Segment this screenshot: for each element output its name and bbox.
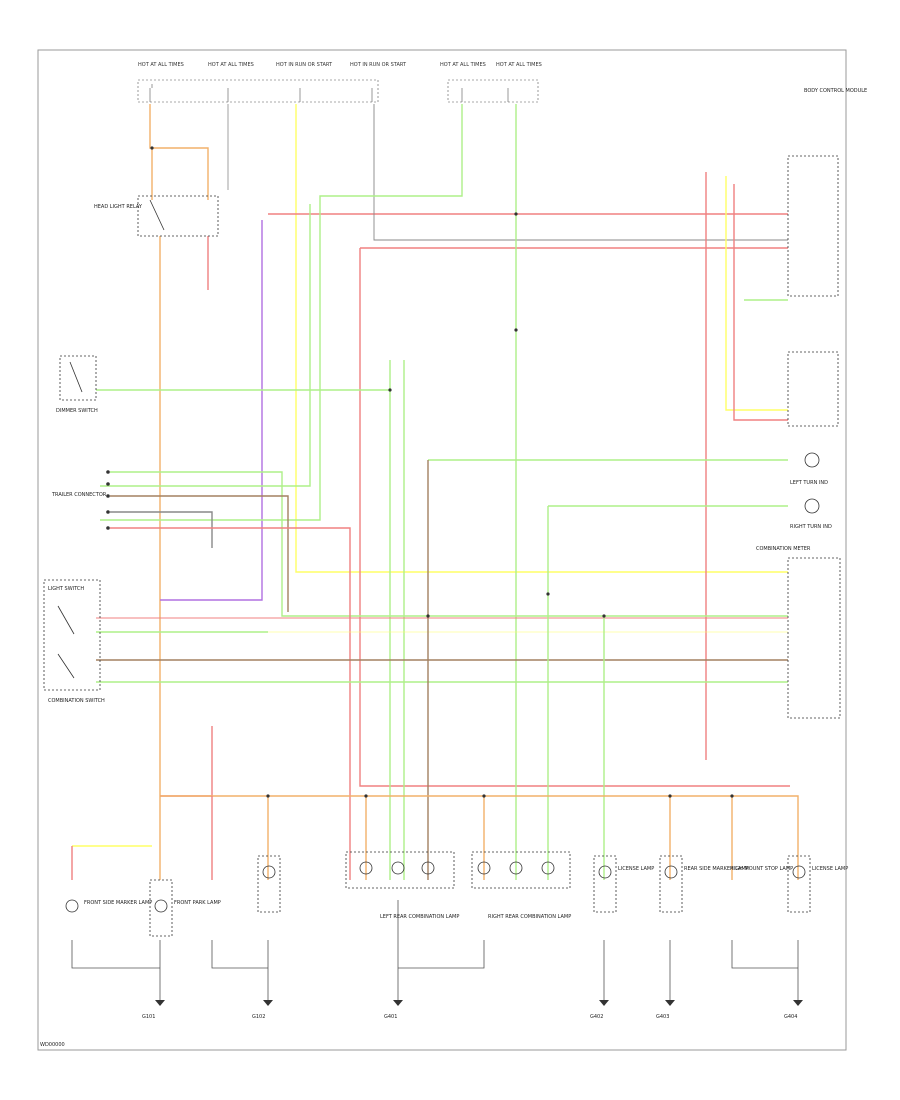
wire-trailer-1 bbox=[110, 471, 788, 617]
wire-trailer-4 bbox=[110, 527, 351, 880]
ground-label-3: G401 bbox=[384, 1014, 397, 1020]
wire-yel-meter bbox=[295, 104, 788, 573]
wire-gray-2 bbox=[373, 104, 788, 241]
wire-red-module-2 bbox=[733, 184, 788, 421]
fuse-label-4: HOT IN RUN OR START bbox=[350, 62, 407, 68]
fuse-panel bbox=[137, 79, 539, 103]
wire-trailer-3 bbox=[110, 511, 213, 548]
wire-yel-module bbox=[725, 176, 788, 411]
wire-org-bus bbox=[160, 795, 799, 880]
junction-dots bbox=[150, 146, 734, 798]
head-relay-label: HEAD LIGHT RELAY bbox=[94, 204, 143, 210]
fuse-label-3: HOT IN RUN OR START bbox=[276, 62, 333, 68]
body-control-module bbox=[787, 155, 839, 427]
ground-label-4: G402 bbox=[590, 1014, 603, 1020]
diagram-frame bbox=[37, 49, 847, 1051]
fuse-label-5: HOT AT ALL TIMES bbox=[440, 62, 486, 68]
module-label: BODY CONTROL MODULE bbox=[804, 88, 867, 94]
wire-org-feed bbox=[149, 104, 153, 200]
light-switch-label: LIGHT SWITCH bbox=[48, 586, 84, 592]
lamp-row bbox=[65, 851, 811, 937]
wire-vio bbox=[160, 220, 263, 601]
lamp-label-7: HIGH MOUNT STOP LAMP bbox=[730, 866, 793, 872]
wire-trailer-2 bbox=[110, 495, 289, 612]
ground-label-2: G102 bbox=[252, 1014, 265, 1020]
wires bbox=[71, 104, 799, 1000]
right-turn-label: RIGHT TURN IND bbox=[790, 524, 832, 530]
left-turn-label: LEFT TURN IND bbox=[790, 480, 828, 486]
wire-grn-1 bbox=[100, 104, 463, 521]
combo-switch-label: COMBINATION SWITCH bbox=[48, 698, 105, 704]
head-light-relay bbox=[137, 195, 219, 237]
footer-code: WD00000 bbox=[40, 1042, 65, 1048]
wire-org-branch bbox=[152, 147, 209, 200]
lamp-label-3: LEFT REAR COMBINATION LAMP bbox=[380, 914, 459, 920]
wire-grn-3 bbox=[100, 204, 311, 487]
wire-red-bus bbox=[160, 726, 213, 797]
lamp-label-6: REAR SIDE MARKER LAMP bbox=[684, 866, 749, 872]
fuse-header-labels: HOT AT ALL TIMES HOT AT ALL TIMES HOT IN… bbox=[138, 62, 542, 68]
wire-red-2 bbox=[359, 248, 790, 787]
ground-label-5: G403 bbox=[656, 1014, 669, 1020]
dimmer-label: DIMMER SWITCH bbox=[56, 408, 98, 414]
lamp-label-4: RIGHT REAR COMBINATION LAMP bbox=[488, 914, 571, 920]
combination-meter bbox=[787, 557, 841, 719]
fuse-label-6: HOT AT ALL TIMES bbox=[496, 62, 542, 68]
fuse-label-2: HOT AT ALL TIMES bbox=[208, 62, 254, 68]
lamp-labels: FRONT SIDE MARKER LAMP FRONT PARK LAMP L… bbox=[84, 866, 848, 920]
ground-labels: G101 G102 G401 G402 G403 G404 bbox=[142, 1014, 797, 1020]
lamp-label-8: LICENSE LAMP bbox=[812, 866, 848, 872]
fuse-label-1: HOT AT ALL TIMES bbox=[138, 62, 184, 68]
dimmer-switch bbox=[59, 355, 97, 401]
lamp-label-2: FRONT PARK LAMP bbox=[174, 900, 221, 906]
turn-indicators bbox=[804, 452, 820, 514]
ground-label-1: G101 bbox=[142, 1014, 155, 1020]
combo-meter-label: COMBINATION METER bbox=[756, 546, 811, 552]
lamp-label-5: LICENSE LAMP bbox=[618, 866, 654, 872]
lamp-label-1: FRONT SIDE MARKER LAMP bbox=[84, 900, 152, 906]
ground-label-6: G404 bbox=[784, 1014, 797, 1020]
trailer-connector bbox=[106, 470, 110, 530]
combination-switch bbox=[43, 579, 101, 691]
grounds bbox=[155, 1000, 803, 1006]
trailer-label: TRAILER CONNECTOR bbox=[51, 492, 107, 498]
